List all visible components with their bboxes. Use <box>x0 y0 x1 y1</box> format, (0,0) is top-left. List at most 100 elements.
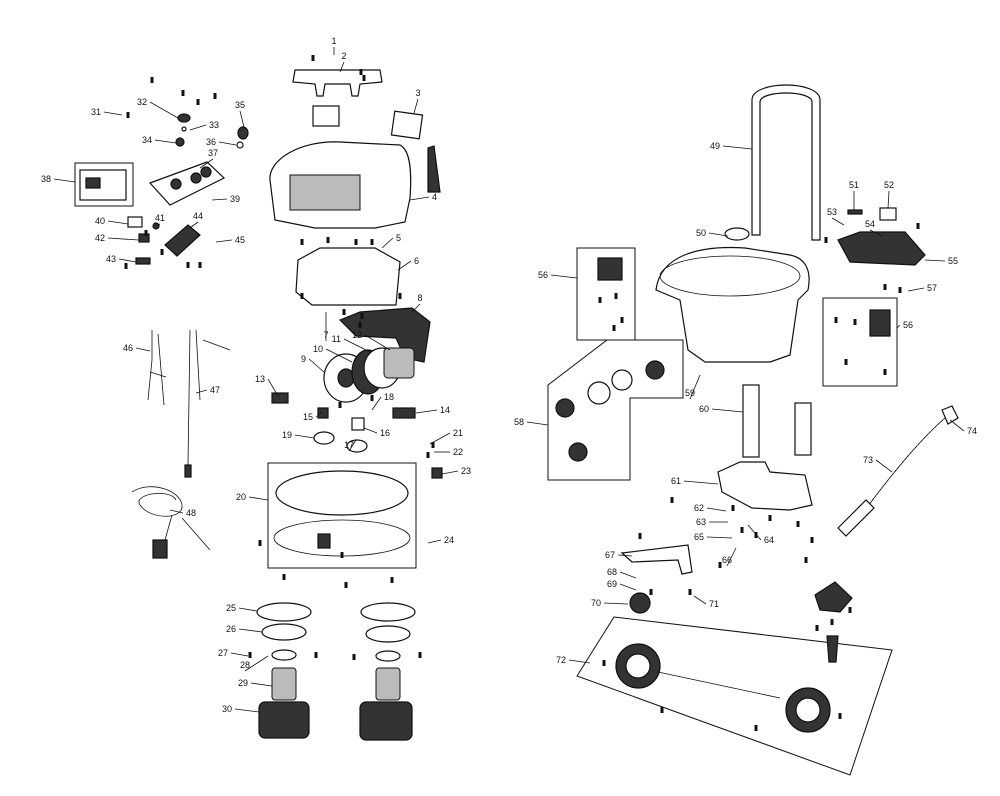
leader-line <box>411 303 421 313</box>
motor-12 <box>383 347 415 379</box>
callout-49: 49 <box>710 141 720 151</box>
grille-3b <box>390 110 424 140</box>
switch-13 <box>271 392 289 404</box>
leader-line <box>154 139 177 144</box>
leader-line <box>234 708 260 713</box>
callout-70: 70 <box>591 598 601 608</box>
callout-46: 46 <box>123 343 133 353</box>
callout-15: 15 <box>303 412 313 422</box>
screw-icon <box>126 112 130 118</box>
clip-23 <box>431 467 443 479</box>
callout-8: 8 <box>417 293 422 303</box>
callout-21: 21 <box>453 428 463 438</box>
screw-icon <box>300 293 304 299</box>
handle-2 <box>292 69 383 97</box>
callout-59: 59 <box>685 388 695 398</box>
frame-38 <box>74 162 134 207</box>
leader-line <box>294 434 315 439</box>
knob-35 <box>237 126 249 140</box>
filter-29 <box>271 667 297 701</box>
screw-icon <box>754 532 758 538</box>
panel-39-dial <box>200 166 212 178</box>
leader-line <box>189 124 207 131</box>
switch-40 <box>127 216 143 228</box>
callout-33: 33 <box>209 120 219 130</box>
callout-42: 42 <box>95 233 105 243</box>
leader-line <box>339 61 345 73</box>
screw-icon <box>614 293 618 299</box>
leader-line <box>155 223 161 227</box>
callout-16: 16 <box>380 428 390 438</box>
callout-14: 14 <box>440 405 450 415</box>
screw-group <box>124 55 920 731</box>
caster-base-61 <box>717 461 813 511</box>
leader-line <box>325 348 353 363</box>
panel-39-dial <box>170 178 182 190</box>
screw-icon <box>198 262 202 268</box>
screw-icon <box>612 325 616 331</box>
leader-line <box>244 655 269 672</box>
callout-41: 41 <box>155 213 165 223</box>
screw-icon <box>338 402 342 408</box>
callout-11: 11 <box>332 334 341 344</box>
tank-parts <box>555 84 926 663</box>
callout-64: 64 <box>764 535 774 545</box>
callout-54: 54 <box>865 219 875 229</box>
leader-line <box>875 459 893 473</box>
pin-51 <box>847 209 863 215</box>
callout-66: 66 <box>722 555 732 565</box>
callout-17: 17 <box>344 440 354 450</box>
leader-line <box>413 98 419 114</box>
leader-line <box>869 229 883 237</box>
brush-16 <box>351 417 365 431</box>
cage-26 <box>261 623 307 641</box>
callout-24: 24 <box>444 535 454 545</box>
leader-line <box>381 237 394 249</box>
screw-icon <box>830 619 834 625</box>
gasket-20 <box>273 519 411 557</box>
washer-33 <box>181 126 187 132</box>
leader-line <box>267 378 279 397</box>
leader-line <box>371 396 382 411</box>
callout-71: 71 <box>709 599 719 609</box>
screw-icon <box>796 521 800 527</box>
switch-14 <box>392 407 416 419</box>
screw-icon <box>824 237 828 243</box>
screw-icon <box>638 533 642 539</box>
pcb-44 <box>164 224 201 257</box>
leader-line <box>427 539 442 544</box>
nut-34 <box>175 137 185 147</box>
leader-line <box>53 178 76 183</box>
leader-line <box>409 196 430 201</box>
wheel-72b-hub <box>795 697 821 723</box>
leader-line <box>397 260 412 271</box>
screw-icon <box>431 442 435 448</box>
callout-28: 28 <box>240 660 250 670</box>
frame-56a <box>576 247 636 341</box>
leader-line <box>343 338 371 353</box>
hose-cuff-74 <box>941 405 959 425</box>
leader-line <box>364 334 391 351</box>
inlet-58b <box>587 381 611 405</box>
float-20 <box>317 533 331 549</box>
leader-line <box>107 220 129 225</box>
callout-73: 73 <box>863 455 873 465</box>
callout-51: 51 <box>849 180 859 190</box>
tank-59-rim <box>659 255 801 297</box>
leader-line <box>949 419 965 432</box>
screw-icon <box>359 69 363 75</box>
filter-parts <box>256 602 416 741</box>
leader-line <box>149 101 179 119</box>
disc-28 <box>271 649 297 661</box>
screw-icon <box>804 557 808 563</box>
plate-25b <box>360 602 416 622</box>
leader-line <box>706 507 727 512</box>
callout-20: 20 <box>236 492 246 502</box>
cable-parts <box>131 329 231 559</box>
screw-icon <box>740 527 744 533</box>
hose-73-outline <box>864 417 946 511</box>
callout-2: 2 <box>341 51 346 61</box>
inlet-58e <box>568 442 588 462</box>
screw-icon <box>418 652 422 658</box>
